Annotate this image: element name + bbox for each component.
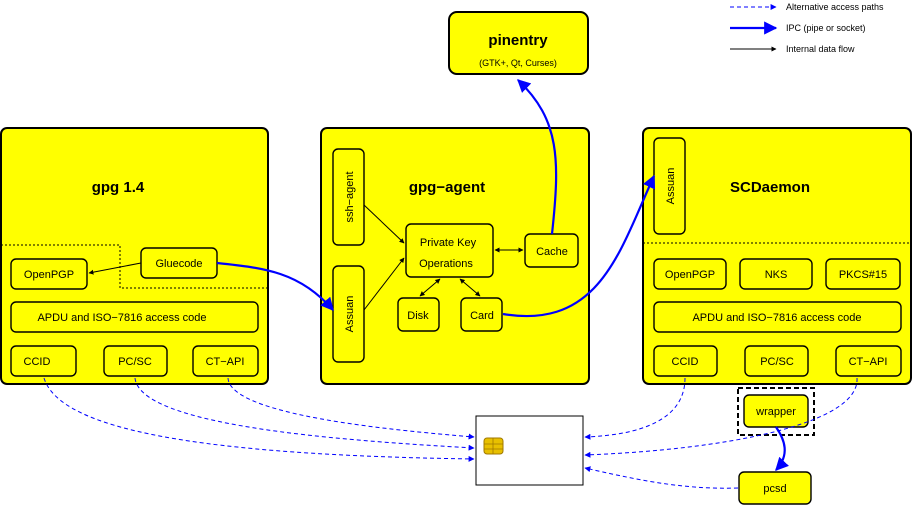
scd-openpgp-box (653, 258, 727, 290)
alt-path-pcsd (584, 466, 739, 489)
scd-nks-box (739, 258, 813, 290)
legend-internal-label: Internal data flow (786, 44, 855, 54)
alt-path-gpg14-ccid (43, 377, 475, 462)
ipc-gluecode-to-agent-assuan (216, 261, 334, 311)
alt-path-scd-ctapi (584, 377, 858, 458)
pko-card-arrow (459, 278, 481, 297)
pinentry-box: pinentry (GTK+, Qt, Curses) (448, 11, 589, 75)
scd-pcsc-box (744, 345, 809, 377)
gpg14-title: gpg 1.4 (92, 179, 145, 196)
gpg14-pcsc-label: PC/SC (118, 356, 152, 368)
legend-alternative-label: Alternative access paths (786, 2, 884, 12)
scd-pcsc-label: PC/SC (760, 356, 794, 368)
scd-nks-label: NKS (765, 269, 788, 281)
alt-path-gpg14-pcsc (134, 377, 475, 451)
ipc-cache-to-pinentry (517, 79, 558, 235)
scd-apdu-box (653, 301, 902, 333)
alt-path-gpg14-ctapi (227, 377, 475, 440)
agent-cache-label: Cache (536, 246, 568, 258)
gpg14-openpgp-box (10, 258, 88, 290)
gpg14-gluecode-label: Gluecode (155, 258, 202, 270)
agent-assuan-label: Assuan (344, 296, 356, 333)
gpg14-ctapi-label: CT−API (206, 356, 245, 368)
agent-ssh-box (332, 148, 365, 246)
agent-cache-box (524, 233, 579, 268)
scd-pkcs-box (825, 258, 901, 290)
agent-card-box (460, 297, 503, 332)
gpg14-box: gpg 1.4 Gluecode OpenPGP APDU and ISO−78… (0, 127, 269, 385)
pcsd-label: pcsd (763, 483, 786, 495)
scd-ccid-box (653, 345, 718, 377)
scdaemon-title: SCDaemon (730, 179, 810, 196)
wrapper-label: wrapper (755, 406, 796, 418)
scd-apdu-label: APDU and ISO−7816 access code (692, 312, 861, 324)
pcsd-box: pcsd (738, 471, 812, 505)
assuan-to-pko-arrow (363, 257, 405, 311)
agent-card-label: Card (470, 310, 494, 322)
gpg-agent-title: gpg−agent (409, 179, 485, 196)
smartcard (475, 415, 584, 486)
chip-icon (483, 437, 504, 455)
scdaemon-box: SCDaemon Assuan OpenPGP NKS PKCS#15 APDU… (642, 127, 912, 385)
ipc-card-to-scd-assuan (502, 174, 656, 317)
agent-ssh-label: ssh−agent (344, 171, 356, 222)
legend: Alternative access paths IPC (pipe or so… (730, 2, 884, 54)
gpg14-openpgp-label: OpenPGP (24, 269, 74, 281)
gpg14-pcsc-box (103, 345, 168, 377)
gpg14-ctapi-box (192, 345, 259, 377)
scd-openpgp-label: OpenPGP (665, 269, 715, 281)
gpg14-ccid-label: CCID (24, 356, 51, 368)
gpg14-divider (1, 244, 268, 289)
pko-disk-arrow (419, 278, 441, 297)
agent-disk-box (397, 297, 440, 332)
gpg14-ccid-box (10, 345, 77, 377)
scd-ccid-label: CCID (672, 356, 699, 368)
gluecode-to-openpgp-arrow (88, 262, 142, 275)
legend-ipc-label: IPC (pipe or socket) (786, 23, 866, 33)
scd-assuan-label: Assuan (665, 168, 677, 205)
gpg14-apdu-label: APDU and ISO−7816 access code (37, 312, 206, 324)
pinentry-subtitle: (GTK+, Qt, Curses) (479, 58, 557, 68)
scd-pkcs-label: PKCS#15 (839, 269, 887, 281)
alt-path-scd-ccid (584, 377, 686, 440)
agent-pko-line1: Private Key (420, 237, 477, 249)
scd-ctapi-box (835, 345, 902, 377)
gpg-agent-box: gpg−agent ssh−agent Assuan Private Key O… (320, 127, 590, 385)
agent-pko-box (405, 223, 494, 278)
ipc-wrapper-to-pcsd (775, 426, 789, 471)
agent-disk-label: Disk (407, 310, 429, 322)
pinentry-title: pinentry (488, 32, 548, 49)
scd-ctapi-label: CT−API (849, 356, 888, 368)
agent-assuan-box (332, 265, 365, 363)
agent-pko-line2: Operations (419, 258, 473, 270)
ssh-to-pko-arrow (363, 204, 405, 244)
gpg14-apdu-box (10, 301, 259, 333)
